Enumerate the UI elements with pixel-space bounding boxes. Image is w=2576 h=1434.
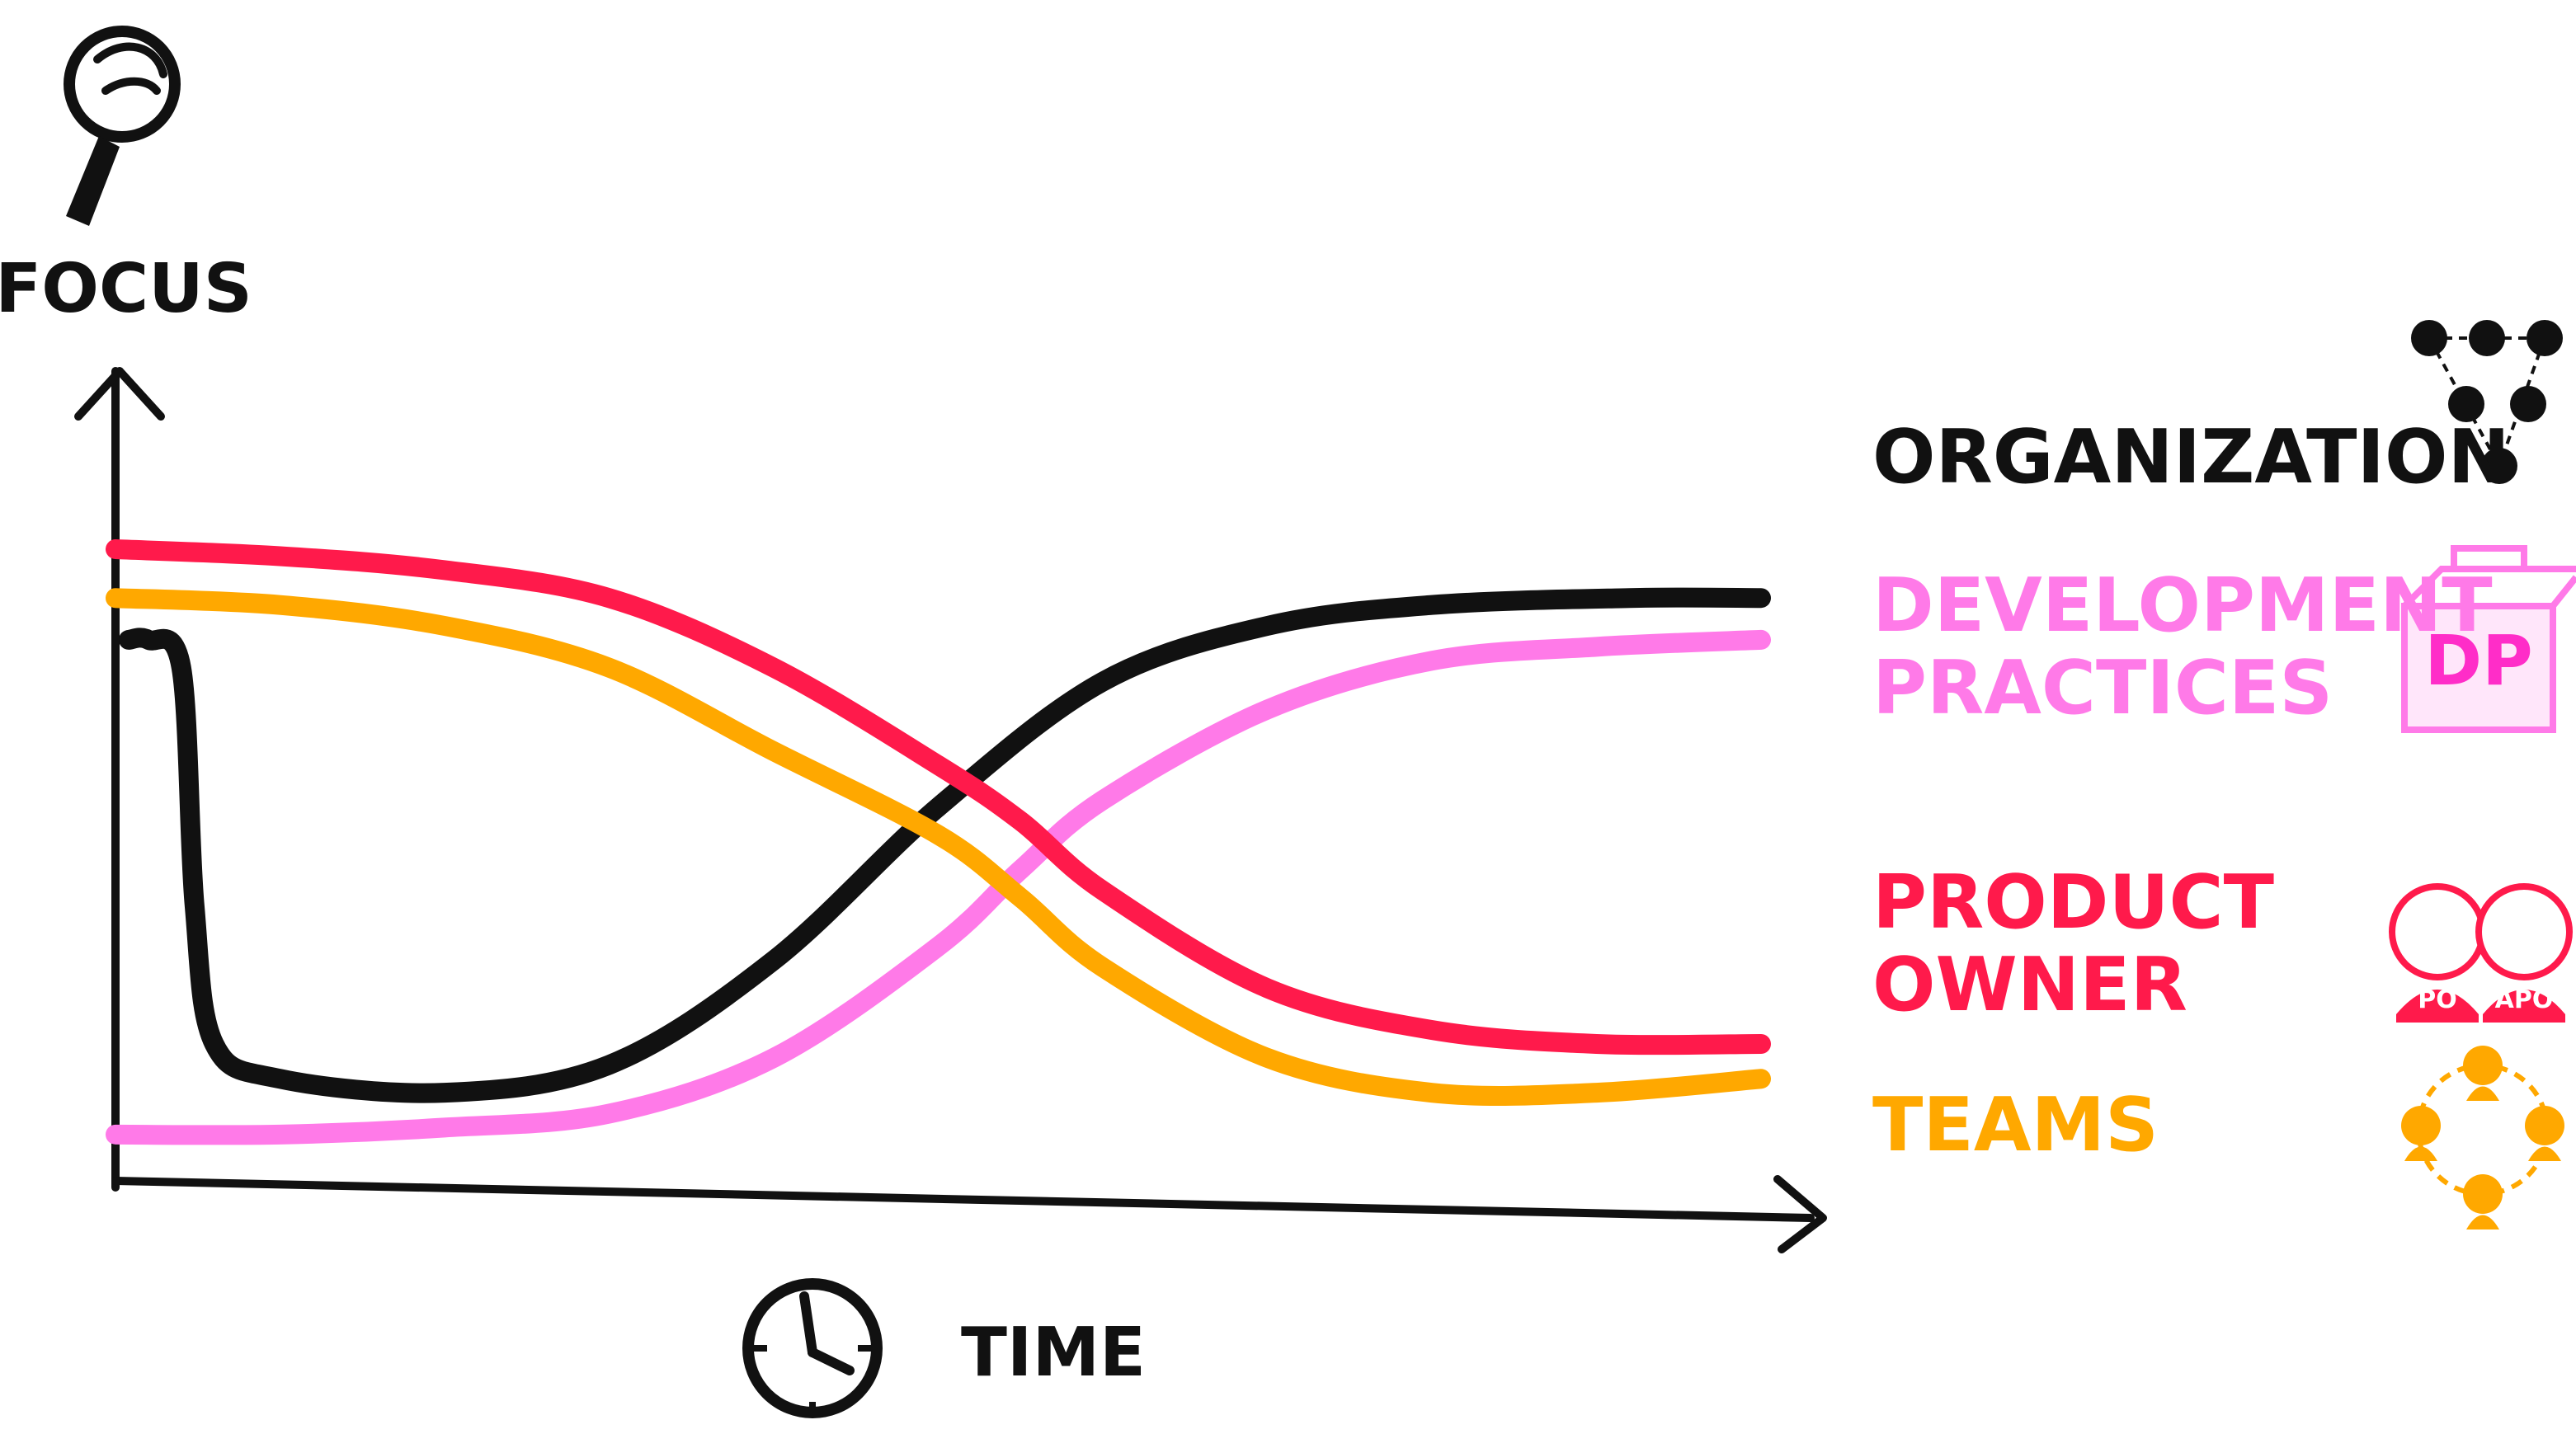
series-line-teams (106, 588, 1771, 1107)
magnifier-icon (64, 26, 181, 226)
clock-icon (742, 1278, 883, 1418)
legend-label-product-owner-line-1: PRODUCT (1872, 859, 2274, 946)
development-practices-box-text: DP (2424, 620, 2532, 701)
product-owner-people-icon: PO APO (2389, 883, 2573, 1023)
legend-label-product-owner-line-2: OWNER (1872, 942, 2187, 1028)
series-line-product-owner (106, 539, 1771, 1056)
legend-label-development-practices-line-2: PRACTICES (1872, 645, 2333, 731)
legend-label-teams: TEAMS (1872, 1082, 2159, 1168)
x-axis-label: TIME (961, 1314, 1146, 1392)
x-axis-line (111, 1177, 1815, 1222)
apo-badge-text: APO (2495, 985, 2554, 1014)
po-badge-text: PO (2418, 985, 2457, 1014)
organization-network-icon (2411, 320, 2563, 484)
series-line-organization (118, 587, 1771, 1103)
y-axis-arrow (74, 367, 165, 421)
legend-label-development-practices-line-1: DEVELOPMENT (1872, 562, 2493, 649)
series-line-development-practices (106, 629, 1771, 1145)
teams-circle-icon (2401, 1046, 2564, 1229)
icons-layer: DP PO APO (64, 26, 2576, 1418)
legend-label-organization: ORGANIZATION (1872, 414, 2510, 501)
development-practices-box-icon: DP (2401, 545, 2576, 733)
plot-layer: FOCUS TIME ORGANIZATION DEVELOPMENTPRACTICE… (0, 250, 2510, 1392)
y-axis-label: FOCUS (0, 250, 252, 328)
x-axis-arrow (1773, 1175, 1827, 1253)
